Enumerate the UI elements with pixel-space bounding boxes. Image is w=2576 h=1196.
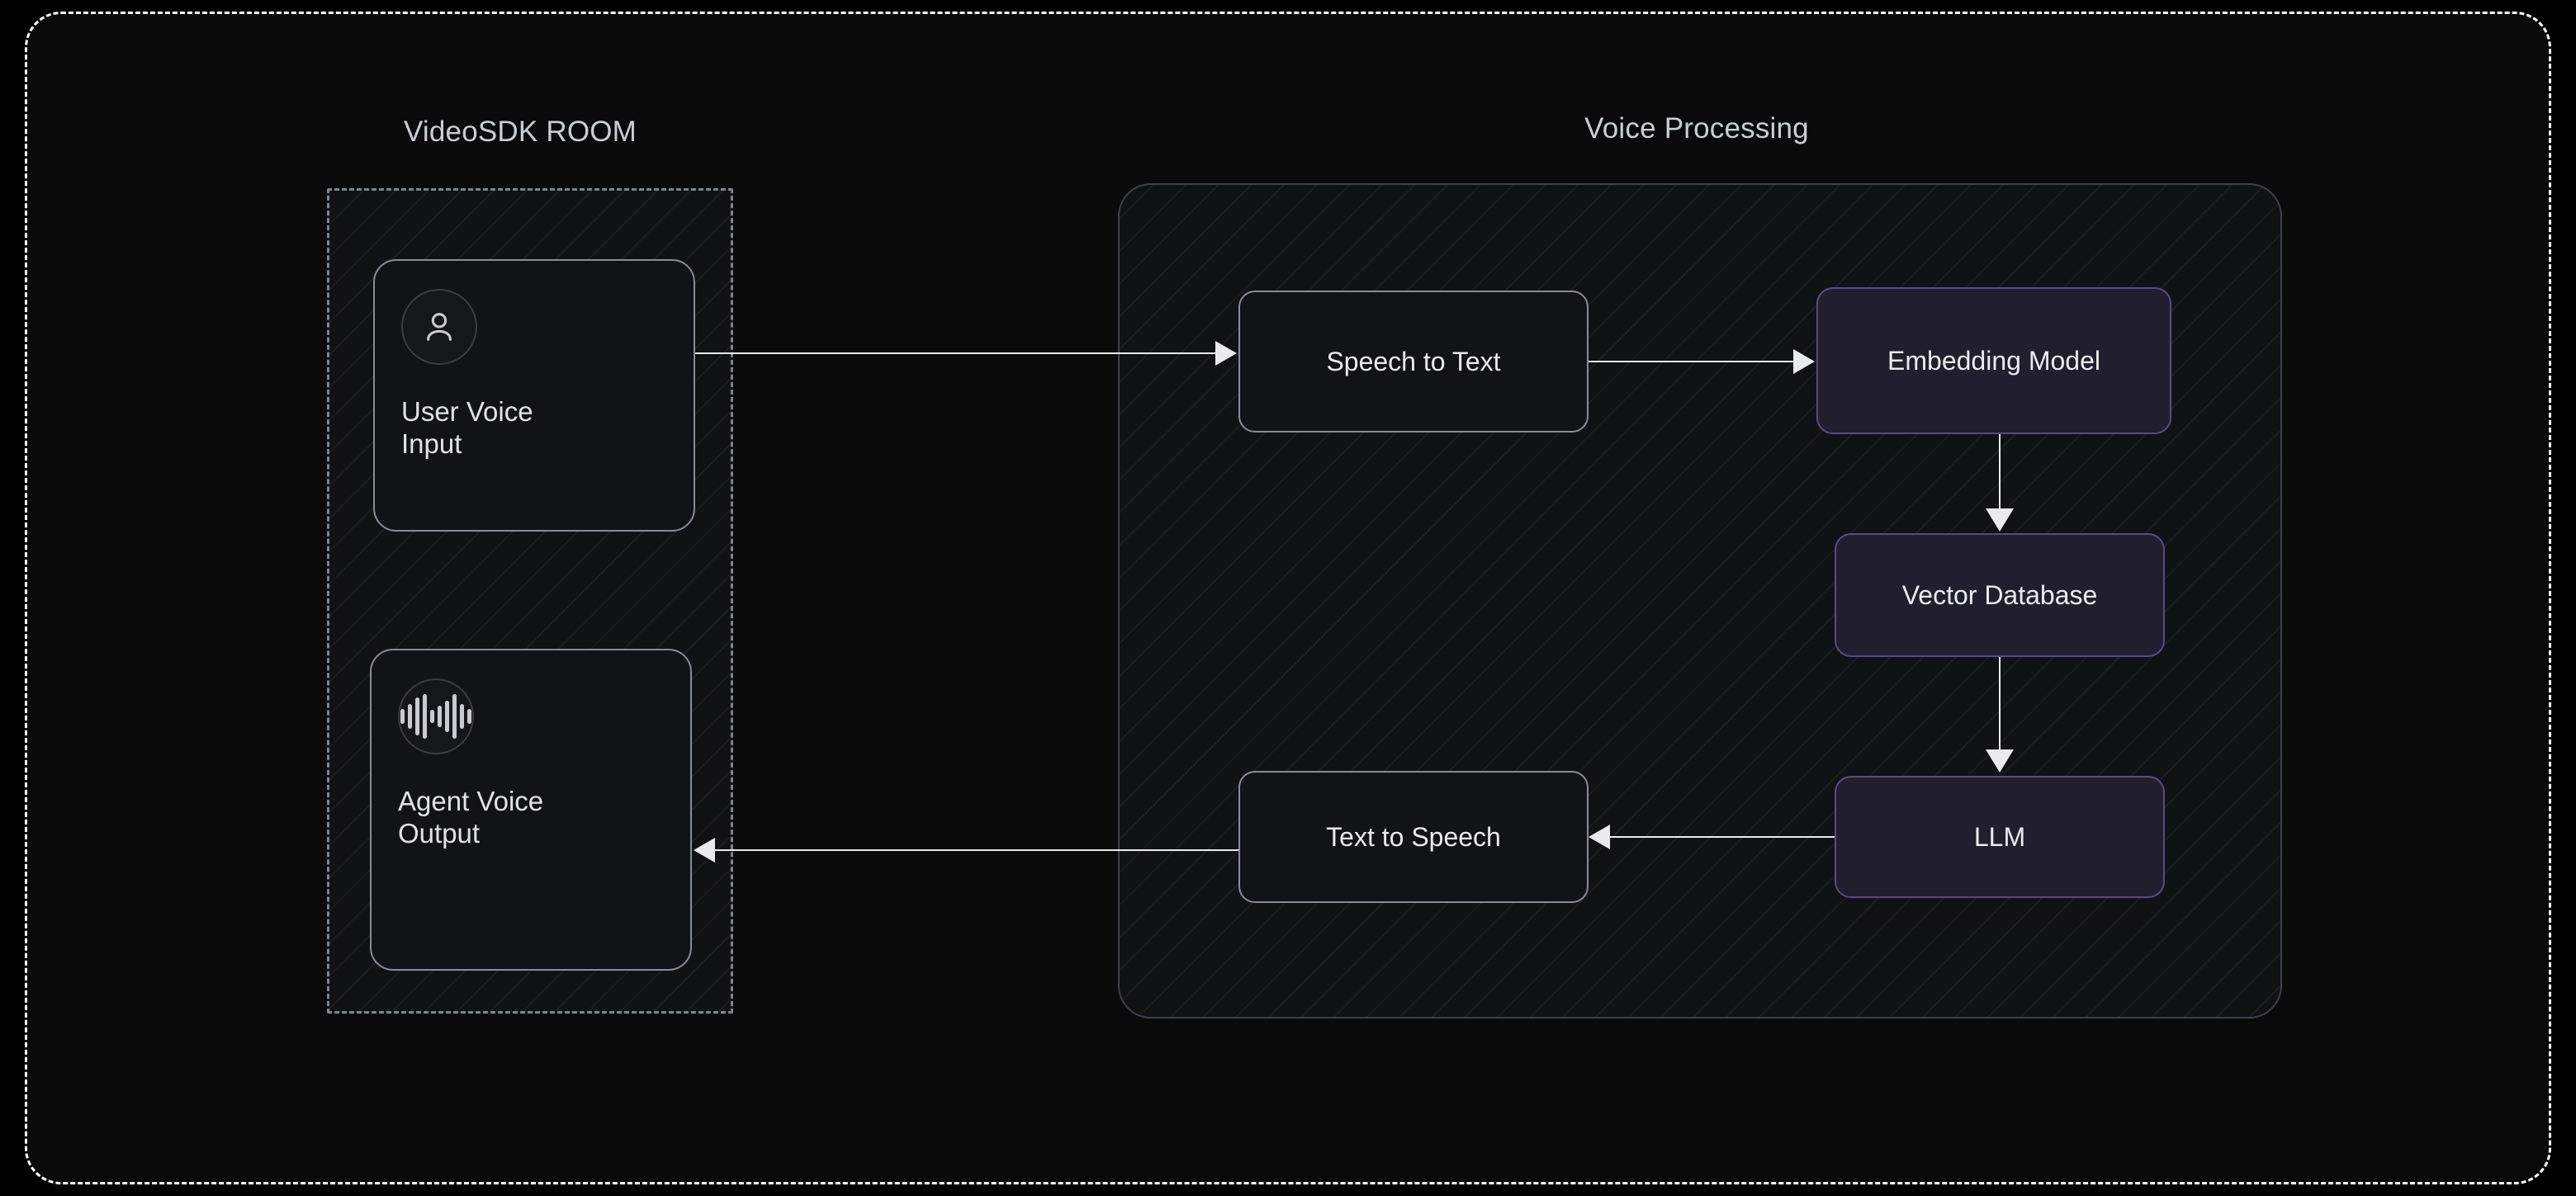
edge-stt-to-emb-arrowhead — [1793, 349, 1815, 374]
waveform-bar — [438, 706, 442, 727]
node-text-to-speech[interactable]: Text to Speech — [1238, 771, 1589, 903]
waveform-icon — [400, 694, 471, 739]
edge-user-to-stt-arrowhead — [1215, 341, 1237, 366]
edge-user-to-stt-line — [695, 352, 1217, 354]
waveform-bar — [400, 709, 405, 724]
edge-vdb-to-llm-line — [1999, 657, 2001, 751]
node-speech-to-text[interactable]: Speech to Text — [1238, 291, 1589, 433]
card-label-line1: User Voice — [401, 396, 533, 427]
person-icon — [427, 313, 452, 341]
node-embedding-model[interactable]: Embedding Model — [1816, 287, 2171, 434]
person-icon-badge — [401, 289, 477, 365]
card-user-voice-input[interactable]: User Voice Input — [373, 259, 695, 532]
waveform-bar — [423, 694, 427, 739]
waveform-bar — [460, 704, 464, 729]
waveform-bar — [430, 710, 434, 723]
group-title-videosdk-room: VideoSDK ROOM — [403, 116, 637, 148]
edge-emb-to-vdb-line — [1999, 434, 2001, 510]
edge-stt-to-emb-line — [1589, 361, 1795, 362]
card-label-line2: Output — [398, 817, 481, 849]
edge-tts-to-agent-line — [715, 849, 1238, 851]
waveform-bar — [452, 694, 457, 739]
card-label-user-voice-input: User Voice Input — [401, 396, 579, 461]
edge-vdb-to-llm-arrowhead — [1986, 749, 2014, 773]
card-label-agent-voice-output: Agent Voice Output — [398, 786, 575, 850]
edge-tts-to-agent-arrowhead — [694, 838, 715, 863]
card-label-line1: Agent Voice — [398, 786, 544, 816]
card-label-line2: Input — [401, 428, 462, 459]
node-vector-database[interactable]: Vector Database — [1835, 533, 2165, 657]
edge-llm-to-tts-arrowhead — [1589, 825, 1610, 849]
edge-emb-to-vdb-arrowhead — [1986, 508, 2014, 532]
node-llm[interactable]: LLM — [1835, 776, 2165, 898]
waveform-bar — [415, 697, 419, 735]
group-title-voice-processing: Voice Processing — [1584, 112, 1809, 144]
card-agent-voice-output[interactable]: Agent Voice Output — [370, 649, 692, 971]
waveform-bar — [445, 701, 449, 732]
waveform-bar — [467, 709, 471, 724]
waveform-icon-badge — [398, 678, 474, 754]
edge-llm-to-tts-line — [1610, 836, 1835, 838]
waveform-bar — [408, 704, 412, 729]
